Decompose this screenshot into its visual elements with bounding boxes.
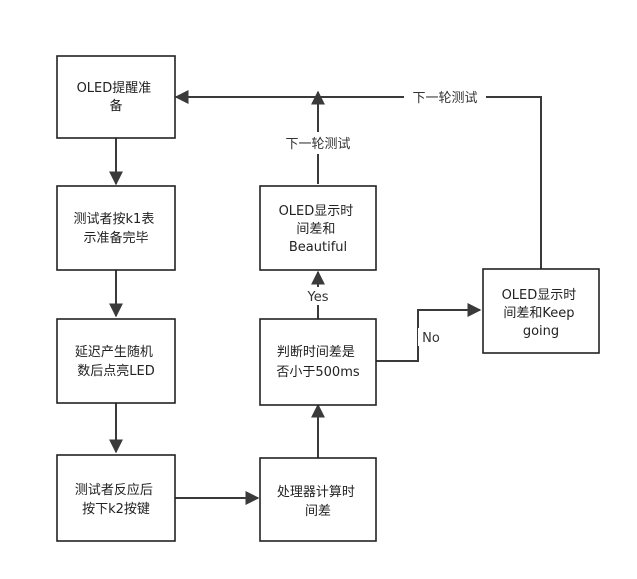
node-judge-line-2: 否小于500ms: [276, 365, 359, 380]
node-delay-led: 延迟产生随机 数后点亮LED: [56, 318, 176, 404]
node-oled-keep-going-line-3: going: [523, 324, 559, 339]
edge-labels: Yes No 下一轮测试 下一轮测试: [275, 89, 486, 346]
node-tester-k1-line-1: 测试者按k1表: [74, 212, 155, 227]
node-oled-keep-going-line-1: OLED显示时: [502, 288, 577, 303]
svg-text:OLED显示时 间差和Keep go: OLED显示时 间差和Keep going: [502, 288, 581, 339]
node-oled-beautiful-line-1: OLED显示时: [279, 204, 354, 219]
svg-text:OLED提醒准 备: OLED提醒准 备: [77, 80, 156, 114]
node-processor-line-2: 间差: [305, 504, 331, 519]
svg-text:延迟产生随机 数后点亮LED: 延迟产生随机 数后点亮LED: [75, 345, 157, 379]
node-tester-k2-line-1: 测试者反应后: [75, 482, 153, 498]
edge-label-no: No: [422, 331, 440, 346]
node-oled-prepare: OLED提醒准 备: [56, 55, 176, 139]
node-oled-prepare-line-1: OLED提醒准: [77, 80, 152, 96]
node-processor: 处理器计算时 间差: [259, 457, 377, 542]
edge-label-next-round-center: 下一轮测试: [285, 137, 350, 152]
node-judge: 判断时间差是 否小于500ms: [259, 318, 377, 406]
node-delay-led-line-1: 延迟产生随机: [75, 345, 153, 360]
node-oled-beautiful: OLED显示时 间差和 Beautiful: [259, 185, 377, 271]
node-delay-led-line-2: 数后点亮LED: [77, 363, 154, 379]
svg-text:判断时间差是 否小于500ms: 判断时间差是 否小于500ms: [276, 345, 359, 380]
node-tester-k2: 测试者反应后 按下k2按键: [56, 454, 176, 542]
node-oled-keep-going-line-2: 间差和Keep: [503, 306, 574, 321]
edge-oled-keep-going-to-oled-prepare: [174, 90, 542, 269]
node-judge-line-1: 判断时间差是: [277, 345, 355, 360]
node-oled-prepare-line-2: 备: [109, 98, 122, 114]
edge-label-yes: Yes: [307, 290, 329, 305]
node-tester-k1: 测试者按k1表 示准备完毕: [56, 185, 176, 271]
node-oled-keep-going: OLED显示时 间差和Keep going: [482, 268, 600, 354]
node-oled-beautiful-line-3: Beautiful: [289, 240, 347, 255]
svg-text:测试者反应后 按下k2按键: 测试者反应后 按下k2按键: [75, 482, 157, 517]
svg-text:OLED显示时 间差和 Beauti: OLED显示时 间差和 Beautiful: [279, 204, 358, 255]
node-oled-beautiful-line-2: 间差和: [296, 222, 335, 237]
edge-label-next-round-top: 下一轮测试: [412, 91, 477, 106]
svg-text:处理器计算时 间差: 处理器计算时 间差: [277, 485, 359, 519]
node-tester-k1-line-2: 示准备完毕: [83, 230, 148, 246]
node-processor-line-1: 处理器计算时: [277, 485, 355, 500]
node-tester-k2-line-2: 按下k2按键: [82, 502, 150, 517]
svg-text:测试者按k1表 示准备完毕: 测试者按k1表 示准备完毕: [74, 212, 159, 246]
